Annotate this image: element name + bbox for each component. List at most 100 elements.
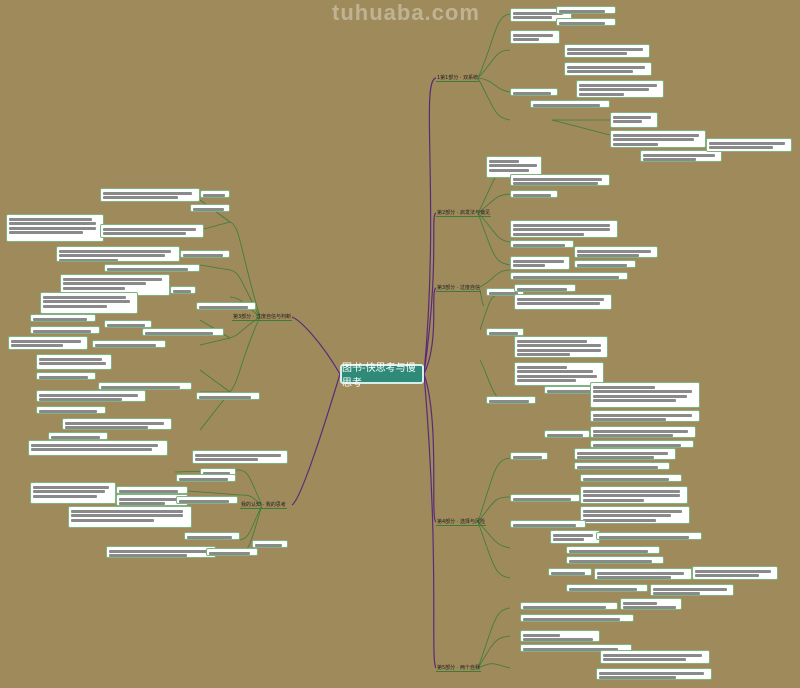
note-box xyxy=(40,292,138,314)
note-box xyxy=(692,566,778,580)
note-box xyxy=(486,328,524,336)
note-box xyxy=(142,328,224,336)
note-box xyxy=(594,568,692,580)
note-box xyxy=(30,326,100,334)
note-box xyxy=(590,440,694,448)
note-box xyxy=(514,336,608,358)
note-box xyxy=(566,546,660,554)
note-box xyxy=(196,302,256,310)
note-box xyxy=(510,240,574,248)
note-box xyxy=(556,18,616,26)
note-box xyxy=(550,530,600,544)
note-box xyxy=(206,548,258,556)
note-box xyxy=(574,260,636,268)
note-box xyxy=(62,418,172,430)
note-box xyxy=(574,246,658,258)
branch-part-3[interactable]: 第3部分 · 过度自信 xyxy=(436,285,481,292)
note-box xyxy=(48,432,108,440)
note-box xyxy=(600,650,710,664)
note-box xyxy=(510,30,560,44)
branch-part-4[interactable]: 第4部分 · 选择与风险 xyxy=(436,519,486,526)
note-box xyxy=(590,426,696,438)
note-box xyxy=(514,284,576,292)
note-box xyxy=(566,584,648,592)
note-box xyxy=(596,668,712,680)
note-box xyxy=(30,482,116,504)
note-box xyxy=(574,448,676,460)
note-box xyxy=(176,496,238,504)
note-box xyxy=(510,452,548,460)
note-box xyxy=(576,80,664,98)
note-box xyxy=(176,474,236,482)
note-box xyxy=(590,382,700,408)
note-box xyxy=(56,246,180,262)
note-box xyxy=(486,396,536,404)
note-box xyxy=(8,336,88,350)
root-node[interactable]: 图书-快思考与慢思考 xyxy=(340,363,424,389)
note-box xyxy=(590,410,700,422)
note-box xyxy=(520,614,634,622)
note-box xyxy=(196,392,260,400)
branch-part-5[interactable]: 第5部分 · 两个自我 xyxy=(436,665,481,672)
branch-part-1[interactable]: 1第1部分 · 双系统 xyxy=(436,75,480,82)
note-box xyxy=(486,288,524,296)
note-box xyxy=(580,474,682,482)
note-box xyxy=(180,250,230,258)
note-box xyxy=(530,100,610,108)
note-box xyxy=(610,112,658,128)
note-box xyxy=(548,568,592,576)
note-box xyxy=(544,430,590,438)
branch-part-2[interactable]: 第2部分 · 启发法与偏见 xyxy=(436,210,491,217)
note-box xyxy=(640,150,722,162)
note-box xyxy=(510,190,558,198)
note-box xyxy=(564,62,652,76)
note-box xyxy=(556,6,616,14)
note-box xyxy=(610,130,706,148)
branch-left-2[interactable]: 我的认知 · 我的思考 xyxy=(240,502,287,509)
note-box xyxy=(36,372,96,380)
note-box xyxy=(620,598,682,610)
note-box xyxy=(566,556,664,564)
note-box xyxy=(104,320,152,328)
note-box xyxy=(100,224,204,238)
note-box xyxy=(170,286,196,294)
note-box xyxy=(36,354,112,370)
branch-left-1[interactable]: 第3部分 · 过度自信与判断 xyxy=(232,314,292,321)
note-box xyxy=(706,138,792,152)
note-box xyxy=(200,190,230,198)
note-box xyxy=(510,220,618,238)
note-box xyxy=(100,188,200,202)
watermark: tuhuaba.com xyxy=(332,0,480,25)
note-box xyxy=(574,462,670,470)
note-box xyxy=(6,214,104,242)
note-box xyxy=(106,546,216,558)
note-box xyxy=(596,532,702,540)
note-box xyxy=(510,520,586,528)
note-box xyxy=(510,256,570,270)
note-box xyxy=(192,450,288,464)
note-box xyxy=(486,156,542,178)
note-box xyxy=(520,644,632,652)
note-box xyxy=(514,294,612,310)
note-box xyxy=(510,494,580,502)
note-box xyxy=(116,494,188,506)
note-box xyxy=(60,274,170,296)
note-box xyxy=(580,506,690,524)
note-box xyxy=(116,486,188,494)
note-box xyxy=(104,264,200,272)
note-box xyxy=(520,602,618,610)
note-box xyxy=(580,486,688,504)
note-box xyxy=(184,532,240,540)
note-box xyxy=(30,314,96,322)
note-box xyxy=(564,44,650,58)
note-box xyxy=(98,382,192,390)
note-box xyxy=(650,584,734,596)
note-box xyxy=(36,390,146,402)
note-box xyxy=(520,630,600,642)
note-box xyxy=(190,204,230,212)
note-box xyxy=(514,362,604,386)
note-box xyxy=(510,272,628,280)
note-box xyxy=(510,88,558,96)
note-box xyxy=(92,340,166,348)
